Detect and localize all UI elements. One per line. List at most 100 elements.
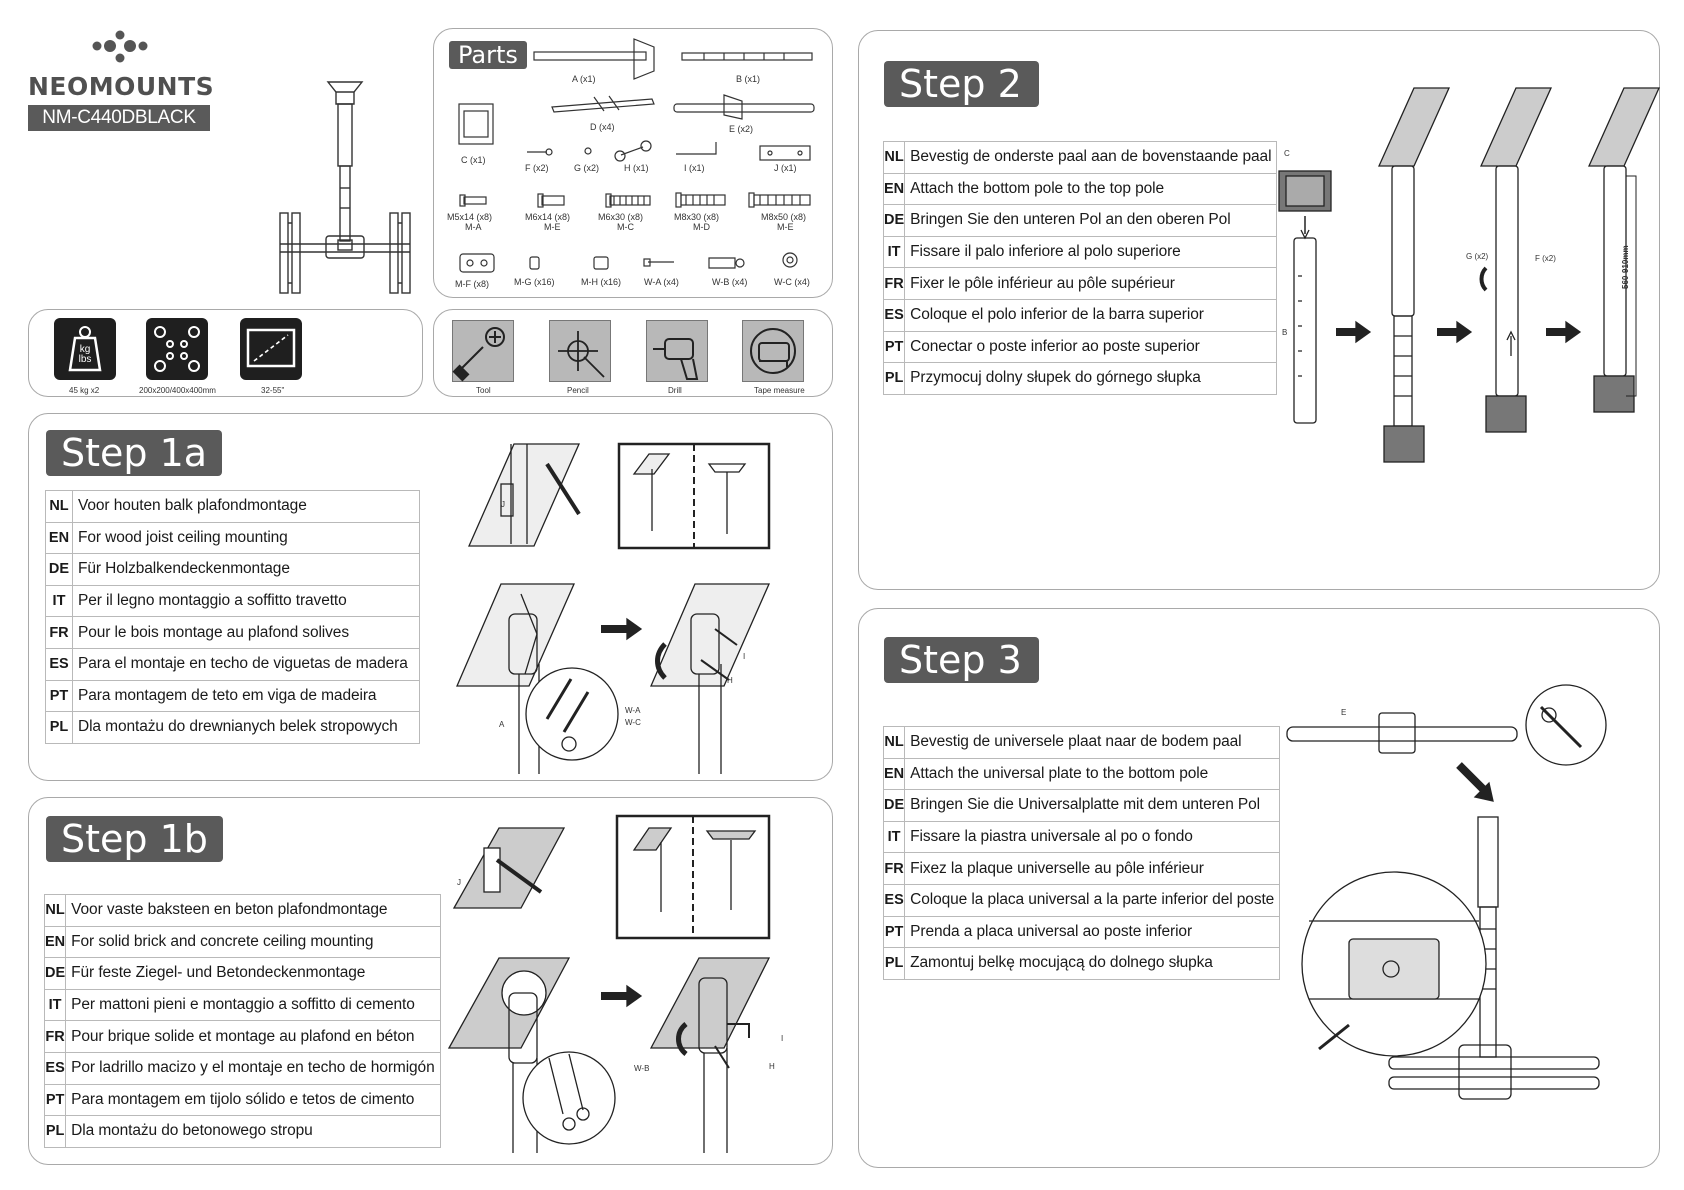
step-1b-callout-j: J xyxy=(457,878,461,887)
part-mg-label: M-G (x16) xyxy=(514,277,555,287)
part-mx-size: M8x50 (x8) xyxy=(761,212,807,222)
language-code: DE xyxy=(882,789,906,822)
language-code: IT xyxy=(882,235,906,269)
language-code: EN xyxy=(882,172,906,206)
instruction-text: Por ladrillo macizo y el montaje en tech… xyxy=(65,1051,441,1085)
instruction-text: Coloque la placa universal a la parte in… xyxy=(904,883,1281,917)
screen-size-icon xyxy=(240,318,302,380)
instruction-text: Para montagem de teto em viga de madeira xyxy=(72,679,420,713)
part-wa-label: W-A (x4) xyxy=(644,277,679,287)
language-code: EN xyxy=(882,757,906,791)
step-1b-drawing xyxy=(447,814,771,1153)
parts-title: Parts xyxy=(449,41,527,69)
instruction-text: Dla montażu do drewnianych belek stropow… xyxy=(72,711,420,744)
part-md-size: M8x30 (x8) xyxy=(674,212,720,222)
instruction-text: Fixez la plaque universelle au pôle infé… xyxy=(904,852,1281,885)
step-3-title: Step 3 xyxy=(884,637,1039,683)
instruction-text: Attach the universal plate to the bottom… xyxy=(904,757,1281,791)
step-1a-callout-wa: W-A xyxy=(625,706,641,715)
parts-panel: Parts xyxy=(433,28,833,298)
step-1a-callout-j: J xyxy=(501,500,505,509)
tape-measure-icon xyxy=(742,320,804,382)
pencil-icon xyxy=(549,320,611,382)
part-mh-label: M-H (x16) xyxy=(581,277,621,287)
language-code: FR xyxy=(43,1020,67,1053)
language-code: NL xyxy=(45,490,73,523)
step-2-title: Step 2 xyxy=(884,61,1039,107)
part-c-label: C (x1) xyxy=(461,155,486,165)
instruction-text: Voor vaste baksteen en beton plafondmont… xyxy=(65,894,441,927)
language-code: PL xyxy=(45,711,73,744)
part-me-code: M-E xyxy=(544,222,561,232)
step-1a-callout-a: A xyxy=(499,720,505,729)
step-2-callout-c: C xyxy=(1284,149,1290,158)
language-code: FR xyxy=(45,616,73,649)
part-h-label: H (x1) xyxy=(624,163,649,173)
specs-panel: kg lbs 45 kg x2 200x200/400x400mm 32-55" xyxy=(28,309,423,397)
part-wb-label: W-B (x4) xyxy=(712,277,748,287)
instruction-text: Für Holzbalkendeckenmontage xyxy=(72,553,420,586)
weight-icon: kg lbs xyxy=(54,318,116,380)
language-code: ES xyxy=(43,1051,67,1085)
language-code: IT xyxy=(45,584,73,618)
weight-icon-text: kg lbs xyxy=(78,344,92,365)
tool-label: Tool xyxy=(476,386,491,395)
tools-panel: Tool Pencil Drill Tape measure xyxy=(433,309,833,397)
step-2-callout-f: F (x2) xyxy=(1535,254,1556,263)
language-code: PT xyxy=(882,330,906,364)
language-code: IT xyxy=(43,988,67,1022)
part-j-label: J (x1) xyxy=(774,163,797,173)
drill-icon xyxy=(646,320,708,382)
brand-name: NEOMOUNTS xyxy=(28,72,215,101)
pencil-label: Pencil xyxy=(567,386,589,395)
step-1a-drawing xyxy=(456,442,771,774)
instruction-text: Coloque el polo inferior de la barra sup… xyxy=(904,298,1278,332)
instruction-text: For solid brick and concrete ceiling mou… xyxy=(65,925,441,959)
instruction-text: Pour le bois montage au plafond solives xyxy=(72,616,420,649)
language-code: ES xyxy=(882,298,906,332)
model-badge: NM-C440DBLACK xyxy=(28,105,210,131)
language-code: NL xyxy=(882,141,906,174)
instruction-text: Zamontuj belkę mocującą do dolnego słupk… xyxy=(904,947,1281,980)
step-1a-callout-h: H xyxy=(727,676,733,685)
language-code: PT xyxy=(43,1083,67,1117)
language-code: PL xyxy=(43,1115,67,1148)
language-code: DE xyxy=(882,204,906,237)
step-1b-title: Step 1b xyxy=(46,816,223,862)
language-code: PT xyxy=(882,915,906,949)
part-b-label: B (x1) xyxy=(736,74,761,84)
drill-label: Drill xyxy=(668,386,682,395)
instruction-text: For wood joist ceiling mounting xyxy=(72,521,420,555)
language-code: EN xyxy=(45,521,73,555)
instruction-text: Pour brique solide et montage au plafond… xyxy=(65,1020,441,1053)
instruction-text: Bevestig de universele plaat naar de bod… xyxy=(904,726,1281,759)
brand-logo: NEOMOUNTS NM-C440DBLACK xyxy=(28,28,215,138)
step-1a-callout-wc: W-C xyxy=(625,718,641,727)
